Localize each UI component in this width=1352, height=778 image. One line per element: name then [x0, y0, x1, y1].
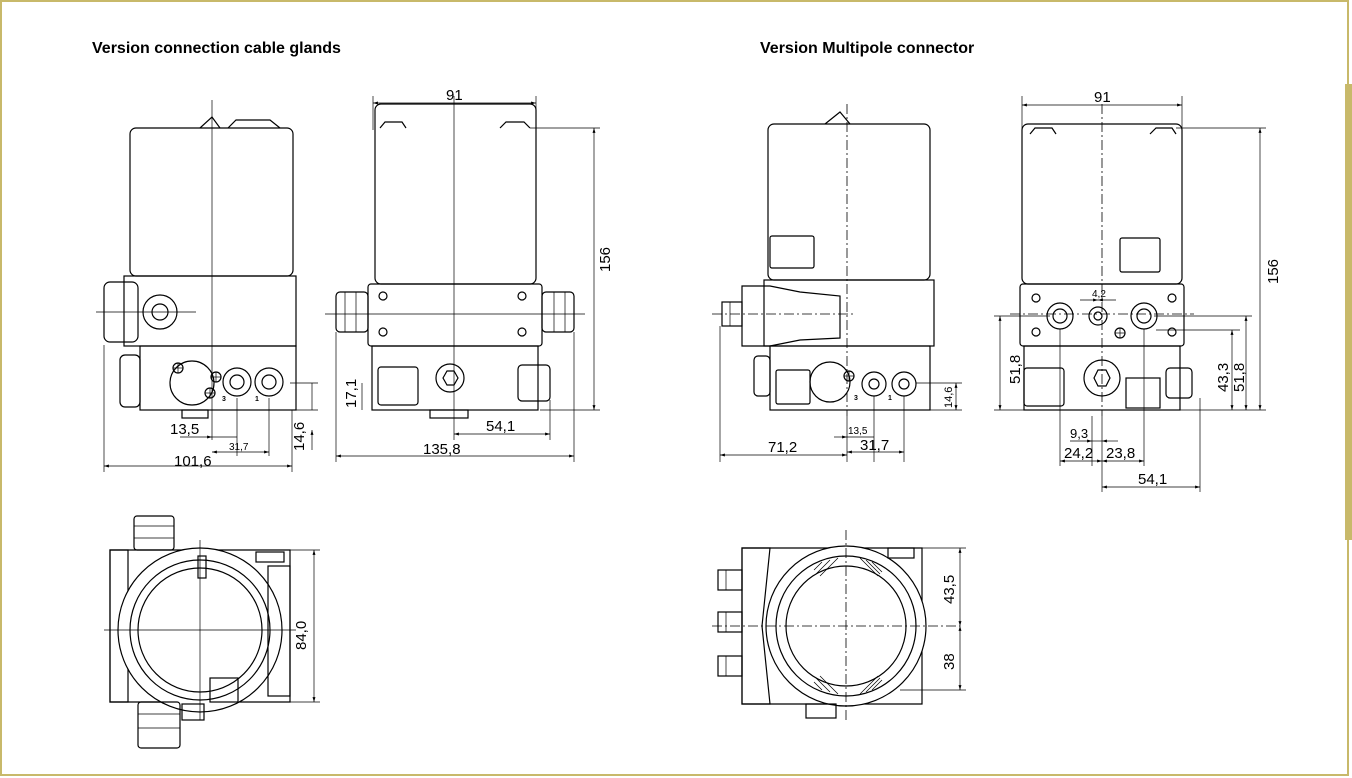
mp-dim-91: 91 — [1094, 89, 1111, 106]
mp-dim-31-7: 31,7 — [860, 437, 889, 454]
mp-dim-9-3: 9,3 — [1070, 426, 1088, 441]
cg-front-view — [325, 96, 585, 419]
mp-side-view: 3 1 — [712, 104, 935, 416]
cg-dim-54-1: 54,1 — [486, 418, 515, 435]
mp-dim-51-8-left: 51,8 — [1007, 355, 1024, 384]
cg-dim-135-8: 135,8 — [423, 441, 461, 458]
cg-dim-156: 156 — [597, 247, 614, 272]
mp-top-view — [712, 530, 960, 720]
mp-dim-38: 38 — [941, 653, 958, 670]
cg-side-view: 3 1 — [96, 100, 297, 419]
cg-dim-14-6: 14,6 — [291, 422, 308, 451]
mp-top-dimensions: 43,5 38 — [900, 547, 966, 691]
cg-top-dimensions: 84,0 — [240, 549, 320, 703]
side-tab — [1345, 84, 1352, 540]
cg-top-view — [104, 515, 296, 749]
mp-side-dimensions: 71,2 13,5 31,7 14,6 — [719, 326, 962, 462]
heading-multipole: Version Multipole connector — [760, 40, 975, 57]
cg-side-dimensions: 14,6 13,5 31,7 101,6 — [103, 345, 318, 472]
mp-dim-14-6: 14,6 — [943, 387, 955, 408]
cg-front-dimensions: 91 156 17,1 54,1 135,8 — [335, 87, 614, 462]
cg-port-label-1: 1 — [255, 396, 259, 403]
cg-dim-84-0: 84,0 — [293, 621, 310, 650]
mp-dim-51-8-right: 51,8 — [1231, 363, 1248, 392]
mp-dim-23-8: 23,8 — [1106, 445, 1135, 462]
heading-cable-glands: Version connection cable glands — [92, 40, 341, 57]
mp-dim-24-2: 24,2 — [1064, 445, 1093, 462]
mp-front-view — [1010, 104, 1194, 416]
mp-dim-71-2: 71,2 — [768, 439, 797, 456]
mp-dim-54-1: 54,1 — [1138, 471, 1167, 488]
mp-dim-4-2: 4,2 — [1092, 289, 1106, 300]
mp-dim-156: 156 — [1265, 259, 1282, 284]
cg-port-label-3: 3 — [222, 396, 226, 403]
mp-port-label-3: 3 — [854, 395, 858, 402]
mp-dim-43-5: 43,5 — [941, 575, 958, 604]
mp-front-dimensions: 91 156 51,8 43,3 51,8 4,2 9,3 24,2 23,8 … — [994, 89, 1282, 492]
mp-dim-43-3: 43,3 — [1215, 363, 1232, 392]
cg-dim-91: 91 — [446, 87, 463, 104]
cg-dim-17-1: 17,1 — [343, 379, 360, 408]
cg-dim-101-6: 101,6 — [174, 453, 212, 470]
cg-dim-31-7: 31,7 — [229, 442, 249, 453]
mp-dim-13-5: 13,5 — [848, 426, 868, 437]
mp-port-label-1: 1 — [888, 395, 892, 402]
cg-dim-13-5: 13,5 — [170, 421, 199, 438]
